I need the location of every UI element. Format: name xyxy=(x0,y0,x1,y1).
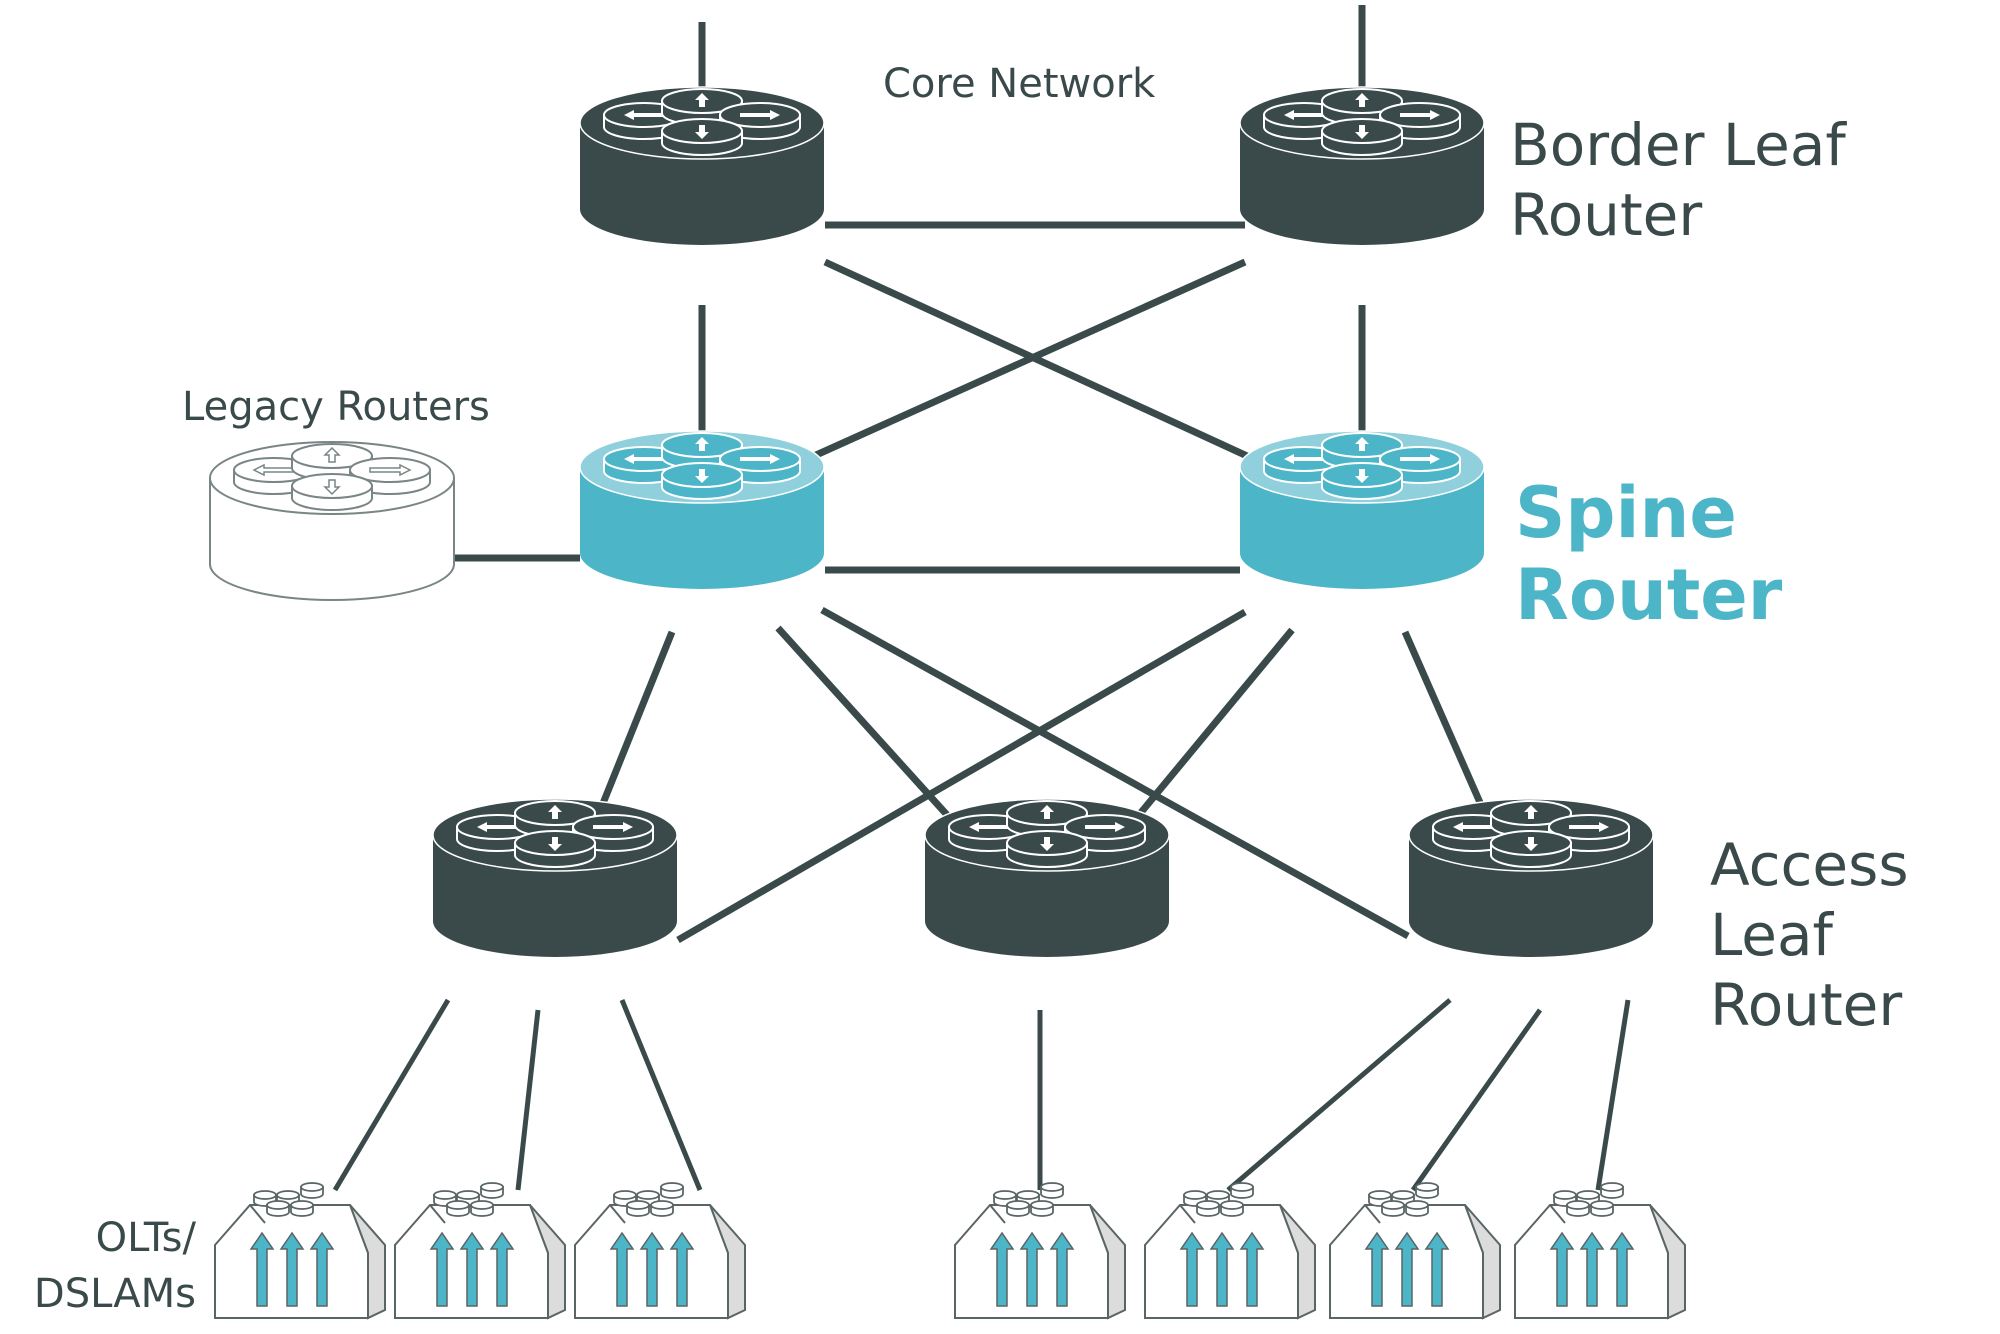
legacy-router-icon xyxy=(209,441,455,601)
access-olt-link xyxy=(619,999,703,1191)
spine-access-link xyxy=(820,606,1410,940)
network-nodes xyxy=(209,86,1686,1320)
access-leaf-router-icon xyxy=(924,798,1170,957)
olt-dslam-icon xyxy=(1329,1182,1501,1320)
access-label-line: Leaf xyxy=(1710,901,1833,969)
spine-router-icon xyxy=(579,430,825,589)
olts-label-line: DSLAMs xyxy=(33,1271,196,1317)
border-leaf-label-line: Router xyxy=(1510,181,1703,249)
access-olt-link xyxy=(332,998,451,1192)
olts-dslams-label: OLTs/ DSLAMs xyxy=(26,1210,196,1322)
access-leaf-router-icon xyxy=(432,798,678,957)
olt-dslam-icon xyxy=(954,1182,1126,1320)
access-label-line: Access xyxy=(1710,831,1909,899)
spine-access-link xyxy=(676,608,1247,944)
core-network-label: Core Network xyxy=(883,61,1156,107)
access-olt-link xyxy=(1595,999,1631,1191)
access-label-line: Router xyxy=(1710,971,1903,1039)
olt-dslam-icon xyxy=(394,1182,566,1320)
border-spine-cross-link xyxy=(823,258,1297,482)
access-leaf-router-icon xyxy=(1408,798,1654,957)
olts-label-line: OLTs/ xyxy=(95,1215,196,1261)
spine-label-line: Router xyxy=(1515,554,1783,636)
border-leaf-label-line: Border Leaf xyxy=(1510,111,1846,179)
olt-dslam-icon xyxy=(1144,1182,1316,1320)
access-olt-link xyxy=(1410,1008,1543,1192)
border-leaf-router-icon xyxy=(579,86,825,245)
spine-router-label: Spine Router xyxy=(1515,472,1782,636)
access-olt-link xyxy=(515,1009,541,1191)
olt-dslam-icon xyxy=(1514,1182,1686,1320)
spine-label-line: Spine xyxy=(1515,472,1737,554)
spine-router-icon xyxy=(1239,430,1485,589)
access-olt-link xyxy=(1226,998,1452,1192)
border-spine-cross-link xyxy=(763,258,1247,482)
border-leaf-router-label: Border Leaf Router xyxy=(1510,110,1846,250)
border-leaf-router-icon xyxy=(1239,86,1485,245)
olt-dslam-icon xyxy=(574,1182,746,1320)
access-leaf-router-label: Access Leaf Router xyxy=(1710,830,1909,1040)
olt-dslam-icon xyxy=(214,1182,386,1320)
legacy-routers-label: Legacy Routers xyxy=(182,384,490,430)
